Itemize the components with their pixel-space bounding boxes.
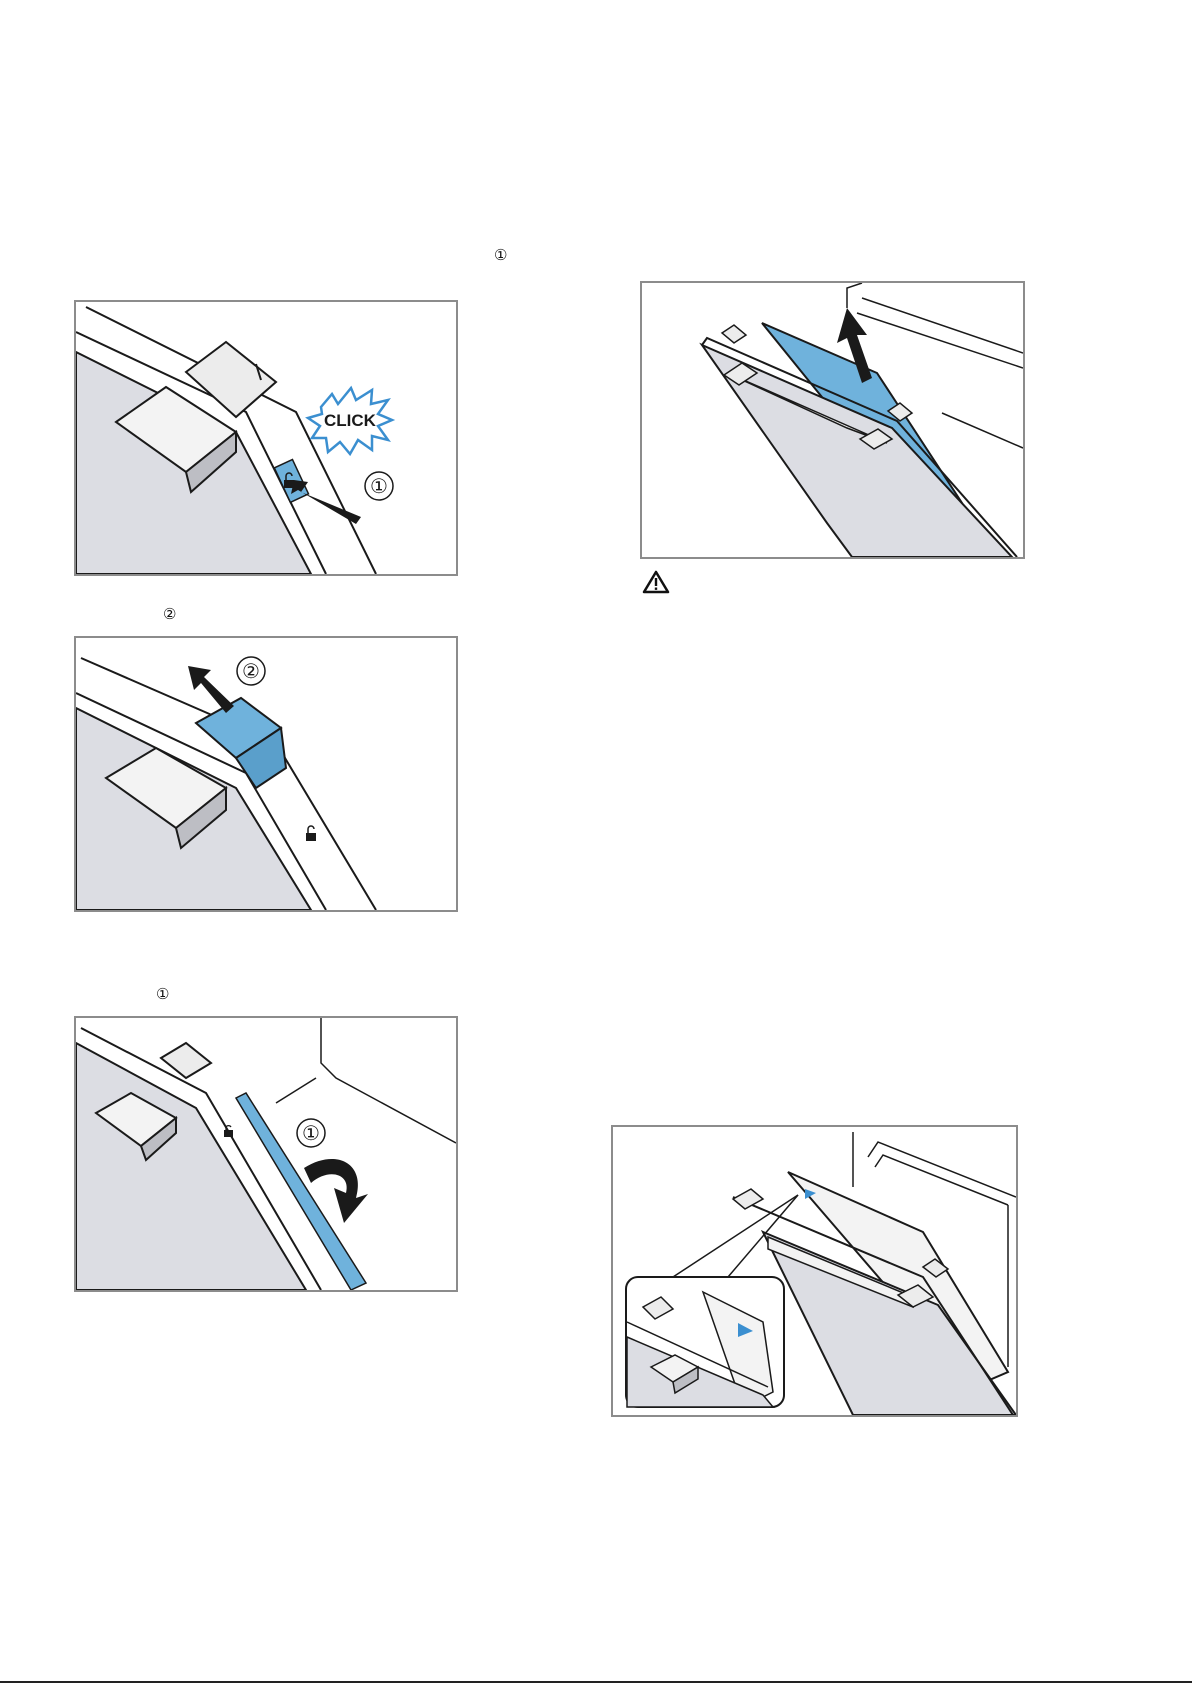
click-label: CLICK bbox=[324, 411, 377, 430]
unlock-icon bbox=[224, 1126, 233, 1137]
figure-reinsert-pane-illustration bbox=[613, 1127, 1016, 1415]
lift-arrow bbox=[188, 666, 234, 713]
unlock-icon bbox=[306, 826, 316, 841]
figure-press-lock: CLICK ① bbox=[74, 300, 458, 576]
figure-lift-clip-illustration: ② bbox=[76, 638, 456, 910]
warning-triangle-icon bbox=[642, 570, 670, 594]
callout-number: ② bbox=[242, 661, 260, 683]
push-arrow bbox=[291, 480, 361, 524]
callout-number: ① bbox=[370, 476, 388, 498]
figure-lift-clip: ② bbox=[74, 636, 458, 912]
step-marker-1-bottom: ① bbox=[156, 987, 169, 1003]
step-marker-1-top: ① bbox=[494, 248, 507, 264]
figure-lift-pane-illustration bbox=[642, 283, 1023, 557]
figure-rotate-strip-illustration: ① bbox=[76, 1018, 456, 1290]
figure-rotate-strip: ① bbox=[74, 1016, 458, 1292]
detail-callout bbox=[626, 1277, 784, 1407]
figure-reinsert-pane bbox=[611, 1125, 1018, 1417]
callout-number: ① bbox=[302, 1123, 320, 1145]
figure-lift-pane bbox=[640, 281, 1025, 559]
figure-press-lock-illustration: CLICK ① bbox=[76, 302, 456, 574]
footer-rule bbox=[0, 1681, 1192, 1683]
step-marker-2: ② bbox=[163, 607, 176, 623]
